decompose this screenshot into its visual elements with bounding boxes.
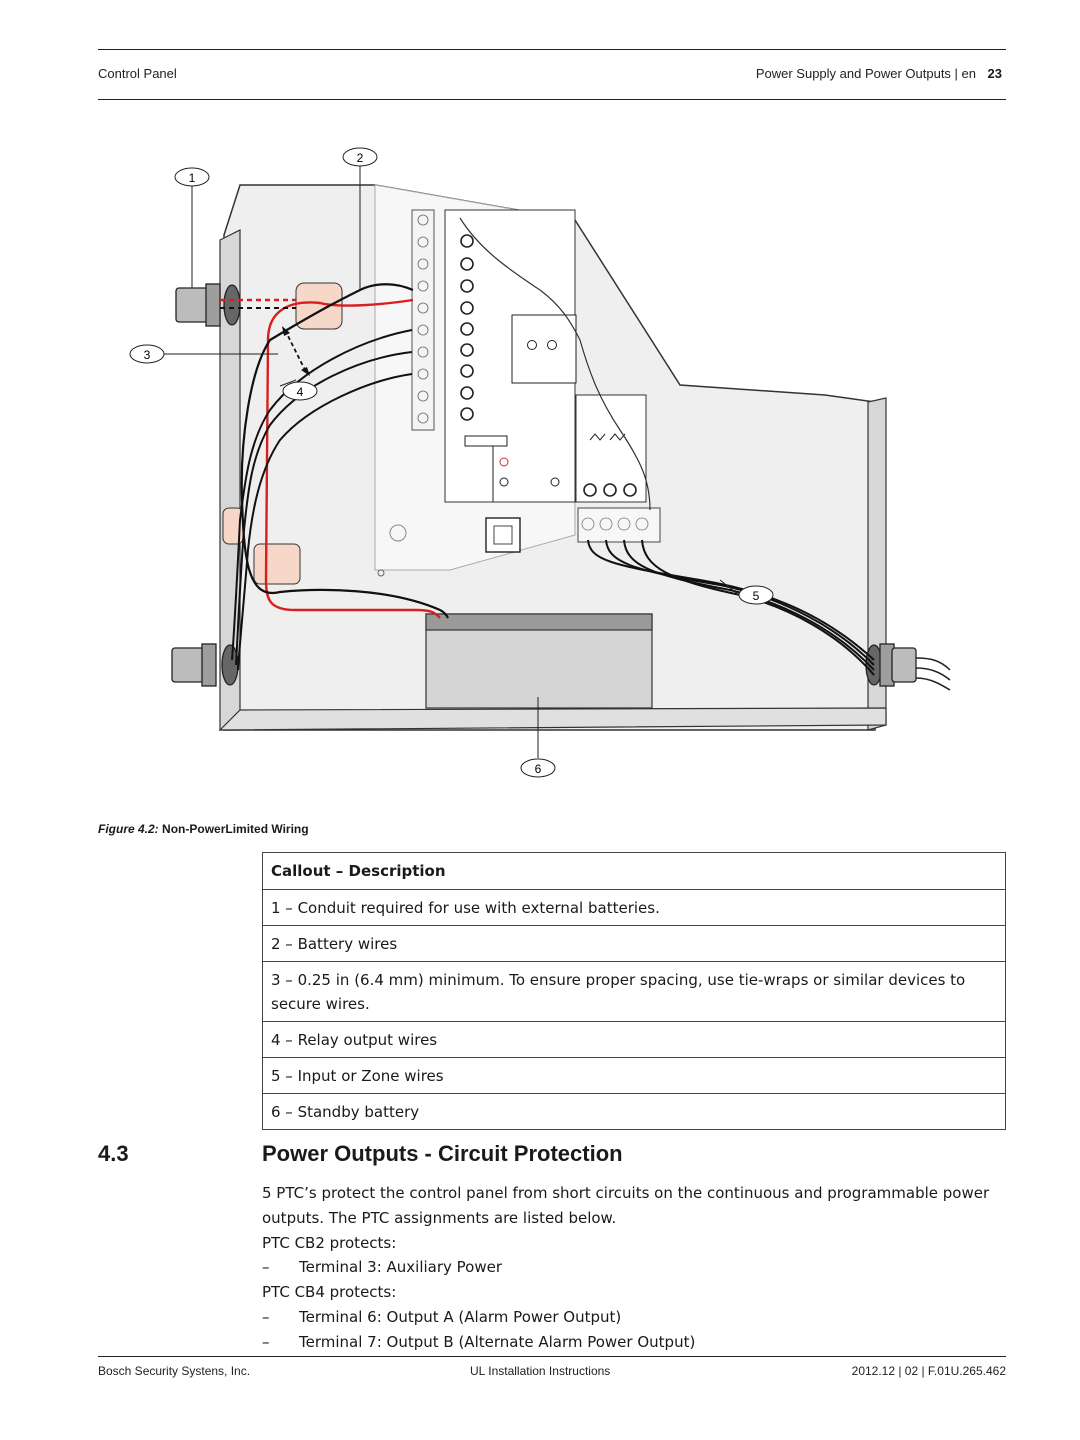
battery-wire-red [264, 298, 441, 619]
relay-output-wires [231, 329, 413, 671]
section-title: Power Outputs - Circuit Protection [262, 1141, 623, 1166]
list-item-text: Terminal 3: Auxiliary Power [299, 1258, 503, 1277]
table-row: 3 – 0.25 in (6.4 mm) minimum. To ensure … [262, 961, 1006, 1022]
terminal-screws [417, 214, 429, 424]
list-item-text: Terminal 7: Output B (Alternate Alarm Po… [299, 1332, 696, 1351]
external-wires [915, 657, 951, 691]
header-doc-title: Control Panel [98, 66, 177, 81]
intro-paragraph: 5 PTC’s protect the control panel from s… [262, 1184, 990, 1227]
list-item-text: Terminal 6: Output A (Alarm Power Output… [299, 1307, 622, 1326]
enclosure-bottom [218, 707, 887, 731]
callout-leaders [164, 166, 741, 758]
callout-table: Callout – Description 1 – Conduit requir… [262, 852, 1006, 1130]
table-header-cell: Callout – Description [262, 852, 1006, 890]
list-dash: – [262, 1332, 270, 1351]
header-top-rule [98, 49, 1006, 50]
footer-doc-type: UL Installation Instructions [470, 1364, 611, 1378]
table-row: 1 – Conduit required for use with extern… [262, 889, 1006, 926]
callout-4: 4 [282, 381, 318, 401]
conduit-bottom-right [865, 643, 917, 687]
svg-text:5: 5 [753, 589, 760, 603]
section-number: 4.3 [98, 1141, 129, 1166]
battery-top [425, 613, 653, 631]
list-item: – Terminal 7: Output B (Alternate Alarm P… [262, 1330, 1006, 1355]
footer-rule [98, 1356, 1006, 1357]
callout-6: 6 [520, 758, 556, 778]
table-cell: 2 – Battery wires [262, 925, 1006, 962]
footer-company: Bosch Security Systens, Inc. [98, 1364, 251, 1378]
table-row: 6 – Standby battery [262, 1093, 1006, 1130]
footer-doc-id: 2012.12 | 02 | F.01U.265.462 [851, 1364, 1006, 1378]
table-cell: 3 – 0.25 in (6.4 mm) minimum. To ensure … [262, 961, 1006, 1022]
callout-3: 3 [129, 344, 165, 364]
header-bottom-rule [98, 99, 1006, 100]
table-header-row: Callout – Description [262, 852, 1006, 890]
terminal-strip [411, 209, 435, 431]
svg-text:2: 2 [357, 151, 364, 165]
table-row: 5 – Input or Zone wires [262, 1057, 1006, 1094]
spacing-arrow [284, 329, 307, 373]
figure-caption: Figure 4.2: Non-PowerLimited Wiring [98, 822, 309, 836]
wiring-diagram: 1 2 3 4 5 6 [129, 147, 951, 778]
callout-1: 1 [174, 167, 210, 187]
callout-5: 5 [738, 585, 774, 605]
cb2-label: PTC CB2 protects: [262, 1233, 397, 1252]
figure-caption-label: Figure 4.2: [98, 822, 159, 836]
svg-text:6: 6 [535, 762, 542, 776]
table-cell: 6 – Standby battery [262, 1093, 1006, 1130]
table-cell: 4 – Relay output wires [262, 1021, 1006, 1058]
table-row: 2 – Battery wires [262, 925, 1006, 962]
list-dash: – [262, 1258, 270, 1277]
list-item: – Terminal 3: Auxiliary Power [262, 1255, 1006, 1280]
header-chapter: Power Supply and Power Outputs | en [755, 66, 976, 81]
svg-text:1: 1 [189, 171, 196, 185]
svg-text:3: 3 [144, 348, 151, 362]
conduit-bottom-left [171, 643, 239, 687]
cb4-label: PTC CB4 protects: [262, 1283, 397, 1302]
clip-highlight-bottom [253, 543, 301, 585]
input-terminals [577, 507, 661, 543]
table-cell: 1 – Conduit required for use with extern… [262, 889, 1006, 926]
section-body: 5 PTC’s protect the control panel from s… [262, 1181, 1006, 1355]
callout-2: 2 [342, 147, 378, 167]
svg-text:4: 4 [297, 385, 304, 399]
figure-caption-title: Non-PowerLimited Wiring [162, 822, 309, 836]
list-dash: – [262, 1307, 270, 1326]
header-page-number: 23 [987, 66, 1002, 81]
table-row: 4 – Relay output wires [262, 1021, 1006, 1058]
table-cell: 5 – Input or Zone wires [262, 1057, 1006, 1094]
conduit-top-left [175, 283, 241, 327]
list-item: – Terminal 6: Output A (Alarm Power Outpu… [262, 1305, 1006, 1330]
relay-terminals [460, 234, 474, 421]
